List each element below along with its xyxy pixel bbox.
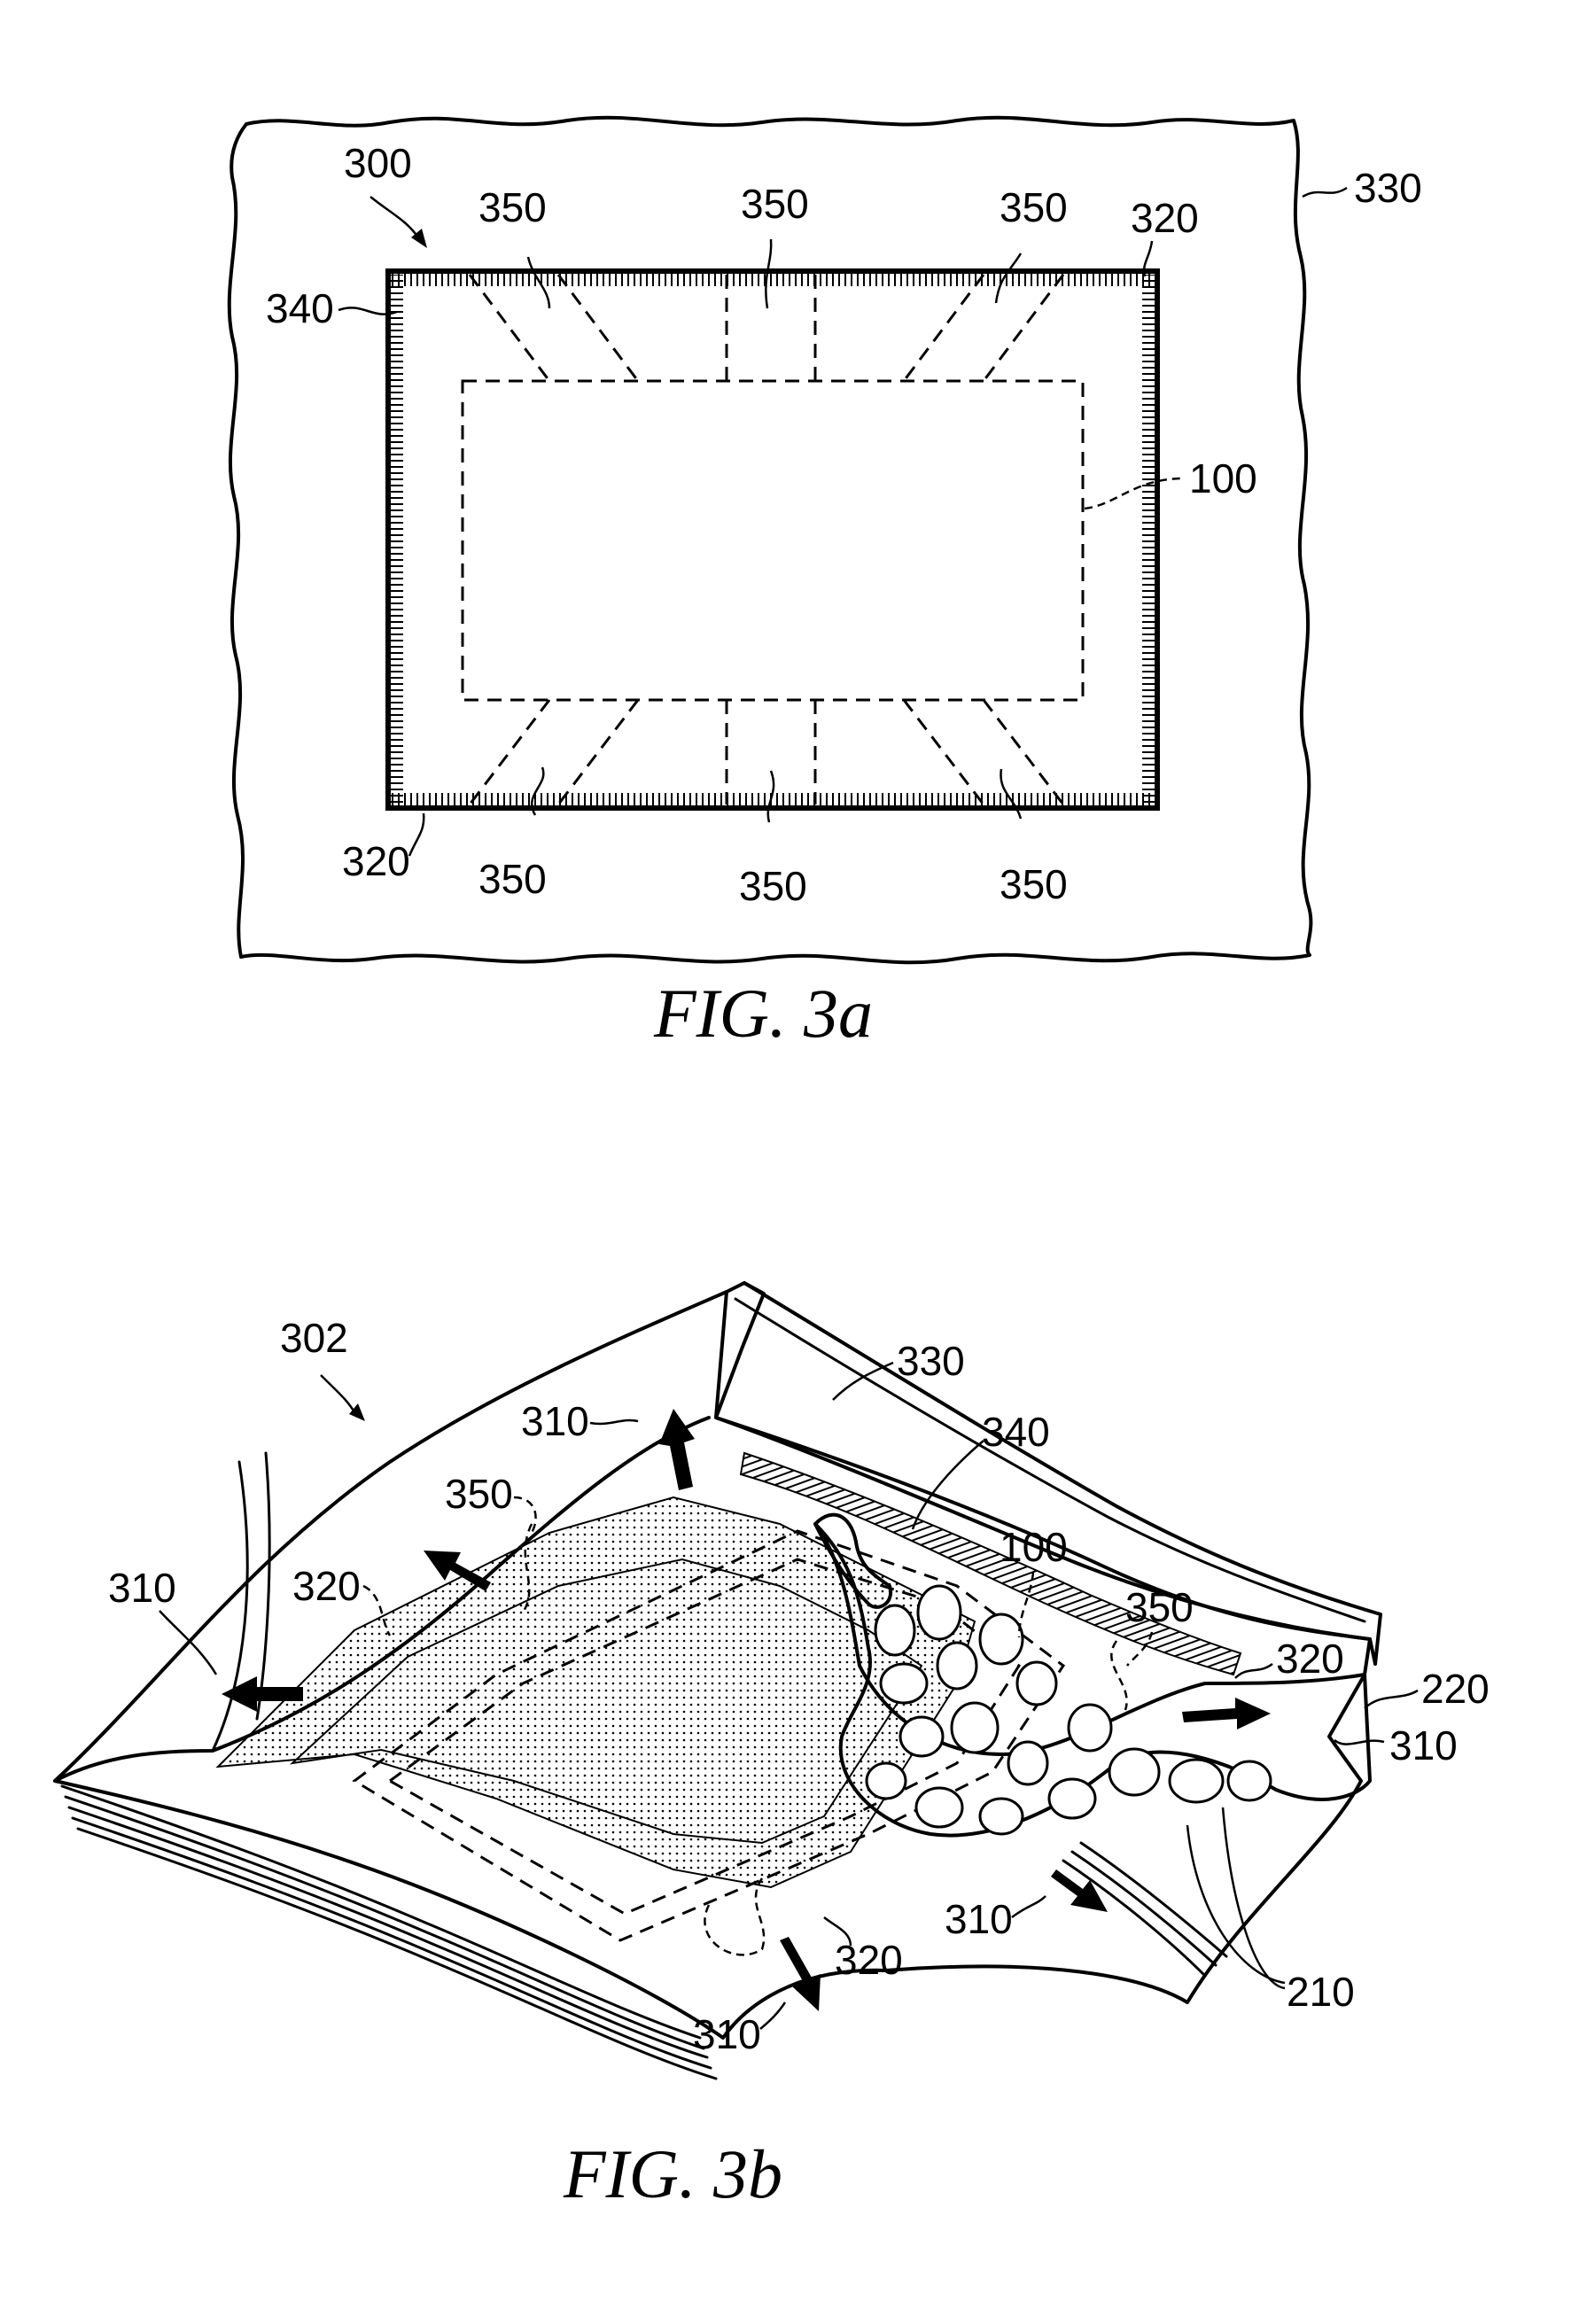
hatch-top-edge [391, 274, 1155, 286]
leader-310-d [1012, 1896, 1046, 1917]
label-320-a: 320 [292, 1563, 361, 1609]
label-350-a: 350 [445, 1471, 513, 1517]
label-302: 302 [280, 1315, 348, 1361]
label-320-top: 320 [1131, 195, 1199, 241]
arrow-310-down [780, 1937, 821, 2011]
label-100: 100 [1000, 1524, 1068, 1570]
leader-320-bottom [409, 813, 424, 856]
leader-210-b [1223, 1807, 1285, 1988]
fig-3a-caption: FIG. 3a [653, 975, 873, 1052]
channels-350-bottom [470, 700, 1063, 804]
pad-100 [463, 381, 1083, 700]
liner-fold-line [213, 1462, 247, 1751]
leader-100 [1085, 478, 1184, 509]
label-300: 300 [344, 140, 412, 186]
label-340: 340 [266, 285, 334, 331]
label-320-c: 320 [835, 1937, 903, 1983]
label-310-d: 310 [945, 1896, 1013, 1942]
leader-320-b [1235, 1664, 1272, 1678]
leader-350-a [514, 1497, 536, 1533]
label-320-bottom: 320 [342, 838, 410, 884]
label-350-bottom-1: 350 [478, 856, 547, 902]
label-310-e: 310 [693, 2011, 761, 2057]
label-320-b: 320 [1276, 1636, 1344, 1682]
fig-3a: 330 300 [229, 118, 1422, 1052]
label-210: 210 [1287, 1969, 1355, 2015]
label-350-b: 350 [1125, 1584, 1194, 1630]
label-350-bottom-2: 350 [739, 863, 807, 909]
label-350-top-1: 350 [478, 184, 547, 230]
label-350-top-3: 350 [1000, 184, 1068, 230]
label-340: 340 [982, 1409, 1050, 1455]
arrow-310-up [659, 1409, 695, 1490]
leader-210-a [1187, 1825, 1285, 1983]
label-350-bottom-3: 350 [1000, 861, 1068, 907]
leader-330 [1303, 188, 1347, 197]
leader-310-e [760, 2002, 785, 2029]
label-310-b: 310 [521, 1398, 589, 1444]
label-330: 330 [1354, 165, 1422, 211]
arrow-310-right [1182, 1698, 1271, 1729]
hatch-left-edge [391, 275, 403, 804]
label-310-c: 310 [1389, 1722, 1458, 1768]
leader-310-c [1334, 1740, 1384, 1745]
adhesive-frame-outer [388, 271, 1157, 808]
leader-300 [370, 197, 418, 237]
liner-fold-line-2 [257, 1453, 269, 1719]
channel-350-bottom [704, 1878, 764, 1955]
leader-220 [1365, 1691, 1418, 1708]
leader-340 [913, 1441, 984, 1529]
label-100: 100 [1189, 455, 1257, 501]
leader-302 [321, 1375, 354, 1412]
label-350-top-2: 350 [741, 181, 809, 227]
channel-350-right [1111, 1641, 1126, 1710]
arrow-310-down-right [1051, 1869, 1108, 1912]
fig-3b: 302 330 340 100 350 350 320 320 320 220 … [0, 0, 1490, 2212]
label-310-a: 310 [108, 1565, 176, 1611]
hatch-right-edge [1142, 275, 1155, 804]
fig-3b-caption: FIG. 3b [563, 2135, 782, 2212]
leader-310-b [590, 1420, 638, 1424]
label-330: 330 [897, 1338, 965, 1384]
label-220: 220 [1421, 1666, 1490, 1712]
